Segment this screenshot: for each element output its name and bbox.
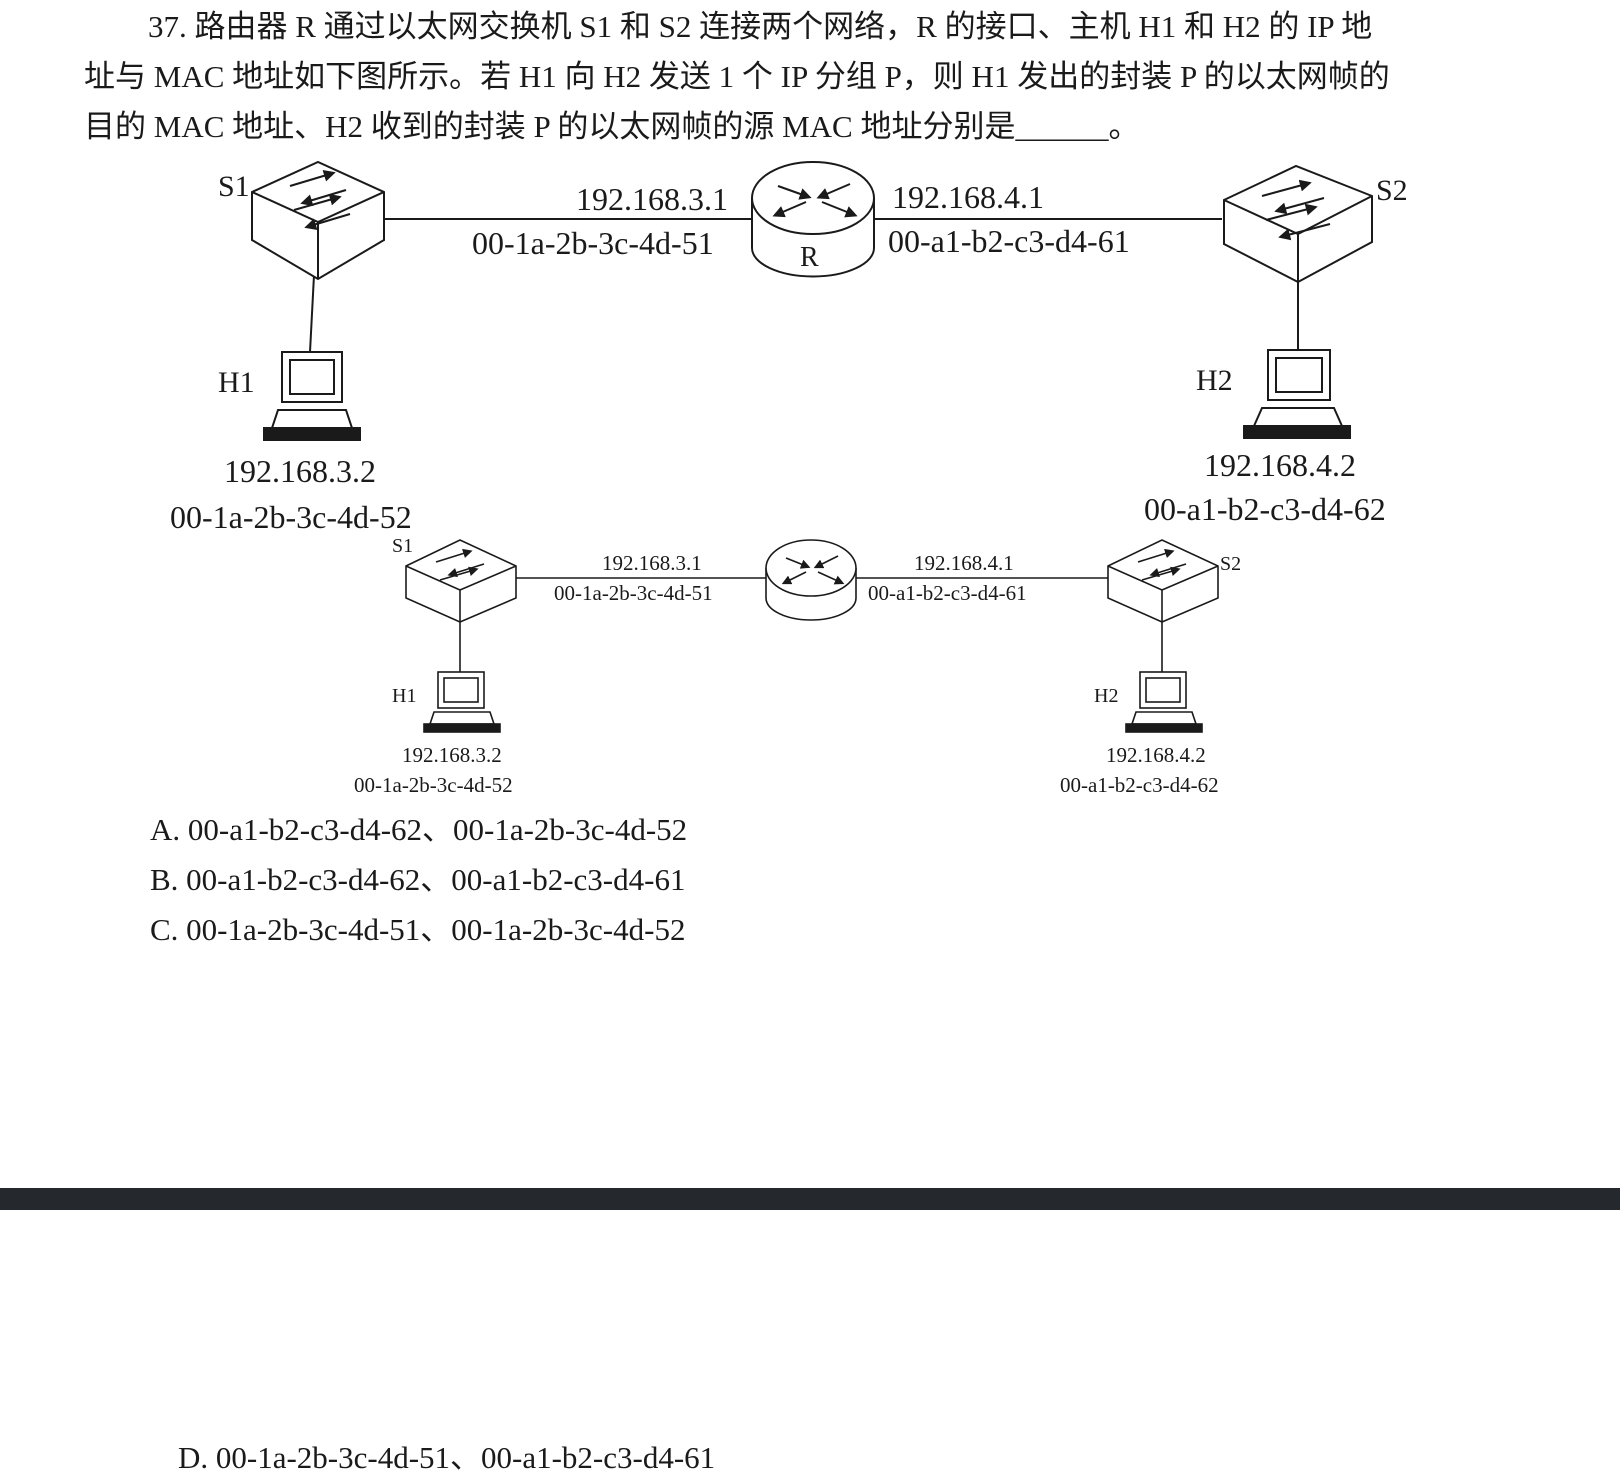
small-s1-label: S1 [392,535,413,557]
small-h1-ip: 192.168.3.2 [402,743,502,767]
small-h1-label: H1 [392,685,416,707]
large-router-label: R [800,242,819,273]
large-r-right-ip: 192.168.4.1 [892,179,1044,215]
question-number: 37. [148,9,187,44]
question-line-1-text: 路由器 R 通过以太网交换机 S1 和 S2 连接两个网络，R 的接口、主机 H… [194,9,1373,44]
small-h2-ip: 192.168.4.2 [1106,743,1206,767]
small-h1-mac: 00-1a-2b-3c-4d-52 [354,773,513,797]
large-r-left-mac: 00-1a-2b-3c-4d-51 [472,225,714,261]
option-d: D. 00-1a-2b-3c-4d-51、00-a1-b2-c3-d4-61 [178,1440,716,1475]
page-separator [0,1188,1620,1210]
large-diagram-labels: S1 S2 R 192.168.3.1 00-1a-2b-3c-4d-51 19… [170,170,1408,535]
switch-s2-icon [1223,164,1373,284]
link-s1-h1 [309,274,315,353]
question-line-2: 址与 MAC 地址如下图所示。若 H1 向 H2 发送 1 个 IP 分组 P，… [84,59,1390,94]
question-line-3: 目的 MAC 地址、H2 收到的封装 P 的以太网帧的源 MAC 地址分别是__… [84,109,1140,144]
computer-h2-icon [1243,349,1351,439]
small-h2-mac: 00-a1-b2-c3-d4-62 [1060,773,1219,797]
small-router-icon [765,539,857,621]
small-computer-h1-icon [423,671,501,733]
option-a: A. 00-a1-b2-c3-d4-62、00-1a-2b-3c-4d-52 [150,812,688,847]
small-r-right-ip: 192.168.4.1 [914,551,1014,575]
small-r-left-ip: 192.168.3.1 [602,551,702,575]
small-diagram-labels: S1 S2 192.168.3.1 00-1a-2b-3c-4d-51 192.… [354,535,1241,797]
option-c: C. 00-1a-2b-3c-4d-51、00-1a-2b-3c-4d-52 [150,912,686,947]
switch-s1-icon [251,160,385,281]
small-r-right-mac: 00-a1-b2-c3-d4-61 [868,581,1027,605]
large-s2-label: S2 [1376,174,1408,207]
small-computer-h2-icon [1125,671,1203,733]
small-switch-s2-icon [1107,539,1219,623]
large-h2-mac: 00-a1-b2-c3-d4-62 [1144,491,1386,527]
large-h2-ip: 192.168.4.2 [1204,447,1356,483]
network-diagrams: S1 S2 R 192.168.3.1 00-1a-2b-3c-4d-51 19… [170,160,1408,797]
question-line-1: 37. 路由器 R 通过以太网交换机 S1 和 S2 连接两个网络，R 的接口、… [84,2,1484,52]
large-r-right-mac: 00-a1-b2-c3-d4-61 [888,223,1130,259]
small-r-left-mac: 00-1a-2b-3c-4d-51 [554,581,713,605]
large-h2-label: H2 [1196,364,1233,397]
large-s1-label: S1 [218,170,250,203]
small-s2-label: S2 [1220,553,1241,575]
large-h1-mac: 00-1a-2b-3c-4d-52 [170,499,412,535]
question-text: 37. 路由器 R 通过以太网交换机 S1 和 S2 连接两个网络，R 的接口、… [84,2,1484,152]
small-diagram [405,539,1219,733]
small-h2-label: H2 [1094,685,1118,707]
small-switch-s1-icon [405,539,517,623]
option-b: B. 00-a1-b2-c3-d4-62、00-a1-b2-c3-d4-61 [150,862,686,897]
large-r-left-ip: 192.168.3.1 [576,181,728,217]
computer-h1-icon [263,351,361,441]
large-diagram [251,160,1373,441]
router-icon [751,161,875,278]
large-h1-label: H1 [218,366,255,399]
large-h1-ip: 192.168.3.2 [224,453,376,489]
